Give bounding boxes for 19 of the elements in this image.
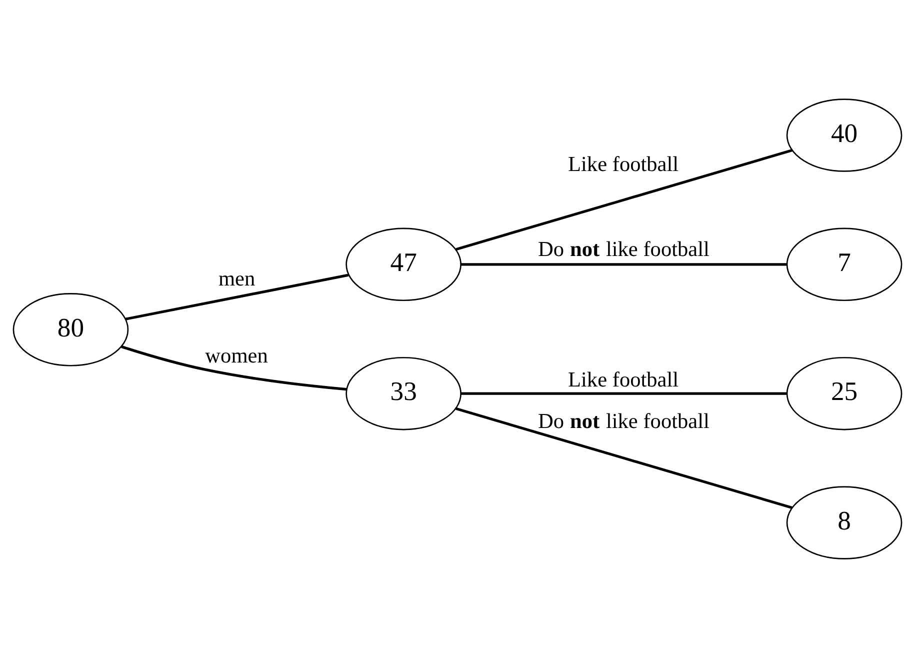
node-ellipse: 47 xyxy=(346,227,462,301)
edge-label: Like football xyxy=(568,367,679,392)
node-ellipse: 25 xyxy=(786,356,902,430)
edge-label: Do not like football xyxy=(538,236,710,261)
node-ellipse: 7 xyxy=(786,227,902,301)
edge-label: men xyxy=(218,266,256,290)
edge-label: Do not like football xyxy=(538,408,710,432)
connector xyxy=(121,344,347,390)
edge-label: Like football xyxy=(568,151,679,176)
connector xyxy=(460,262,788,266)
node-ellipse: 8 xyxy=(786,486,902,559)
connector xyxy=(456,406,793,509)
connector xyxy=(460,392,788,394)
connector xyxy=(125,273,349,320)
edge-label: women xyxy=(205,343,268,368)
node-ellipse: 80 xyxy=(12,292,129,366)
node-ellipse: 40 xyxy=(786,98,902,172)
connector xyxy=(456,148,793,250)
node-ellipse: 33 xyxy=(346,356,462,430)
